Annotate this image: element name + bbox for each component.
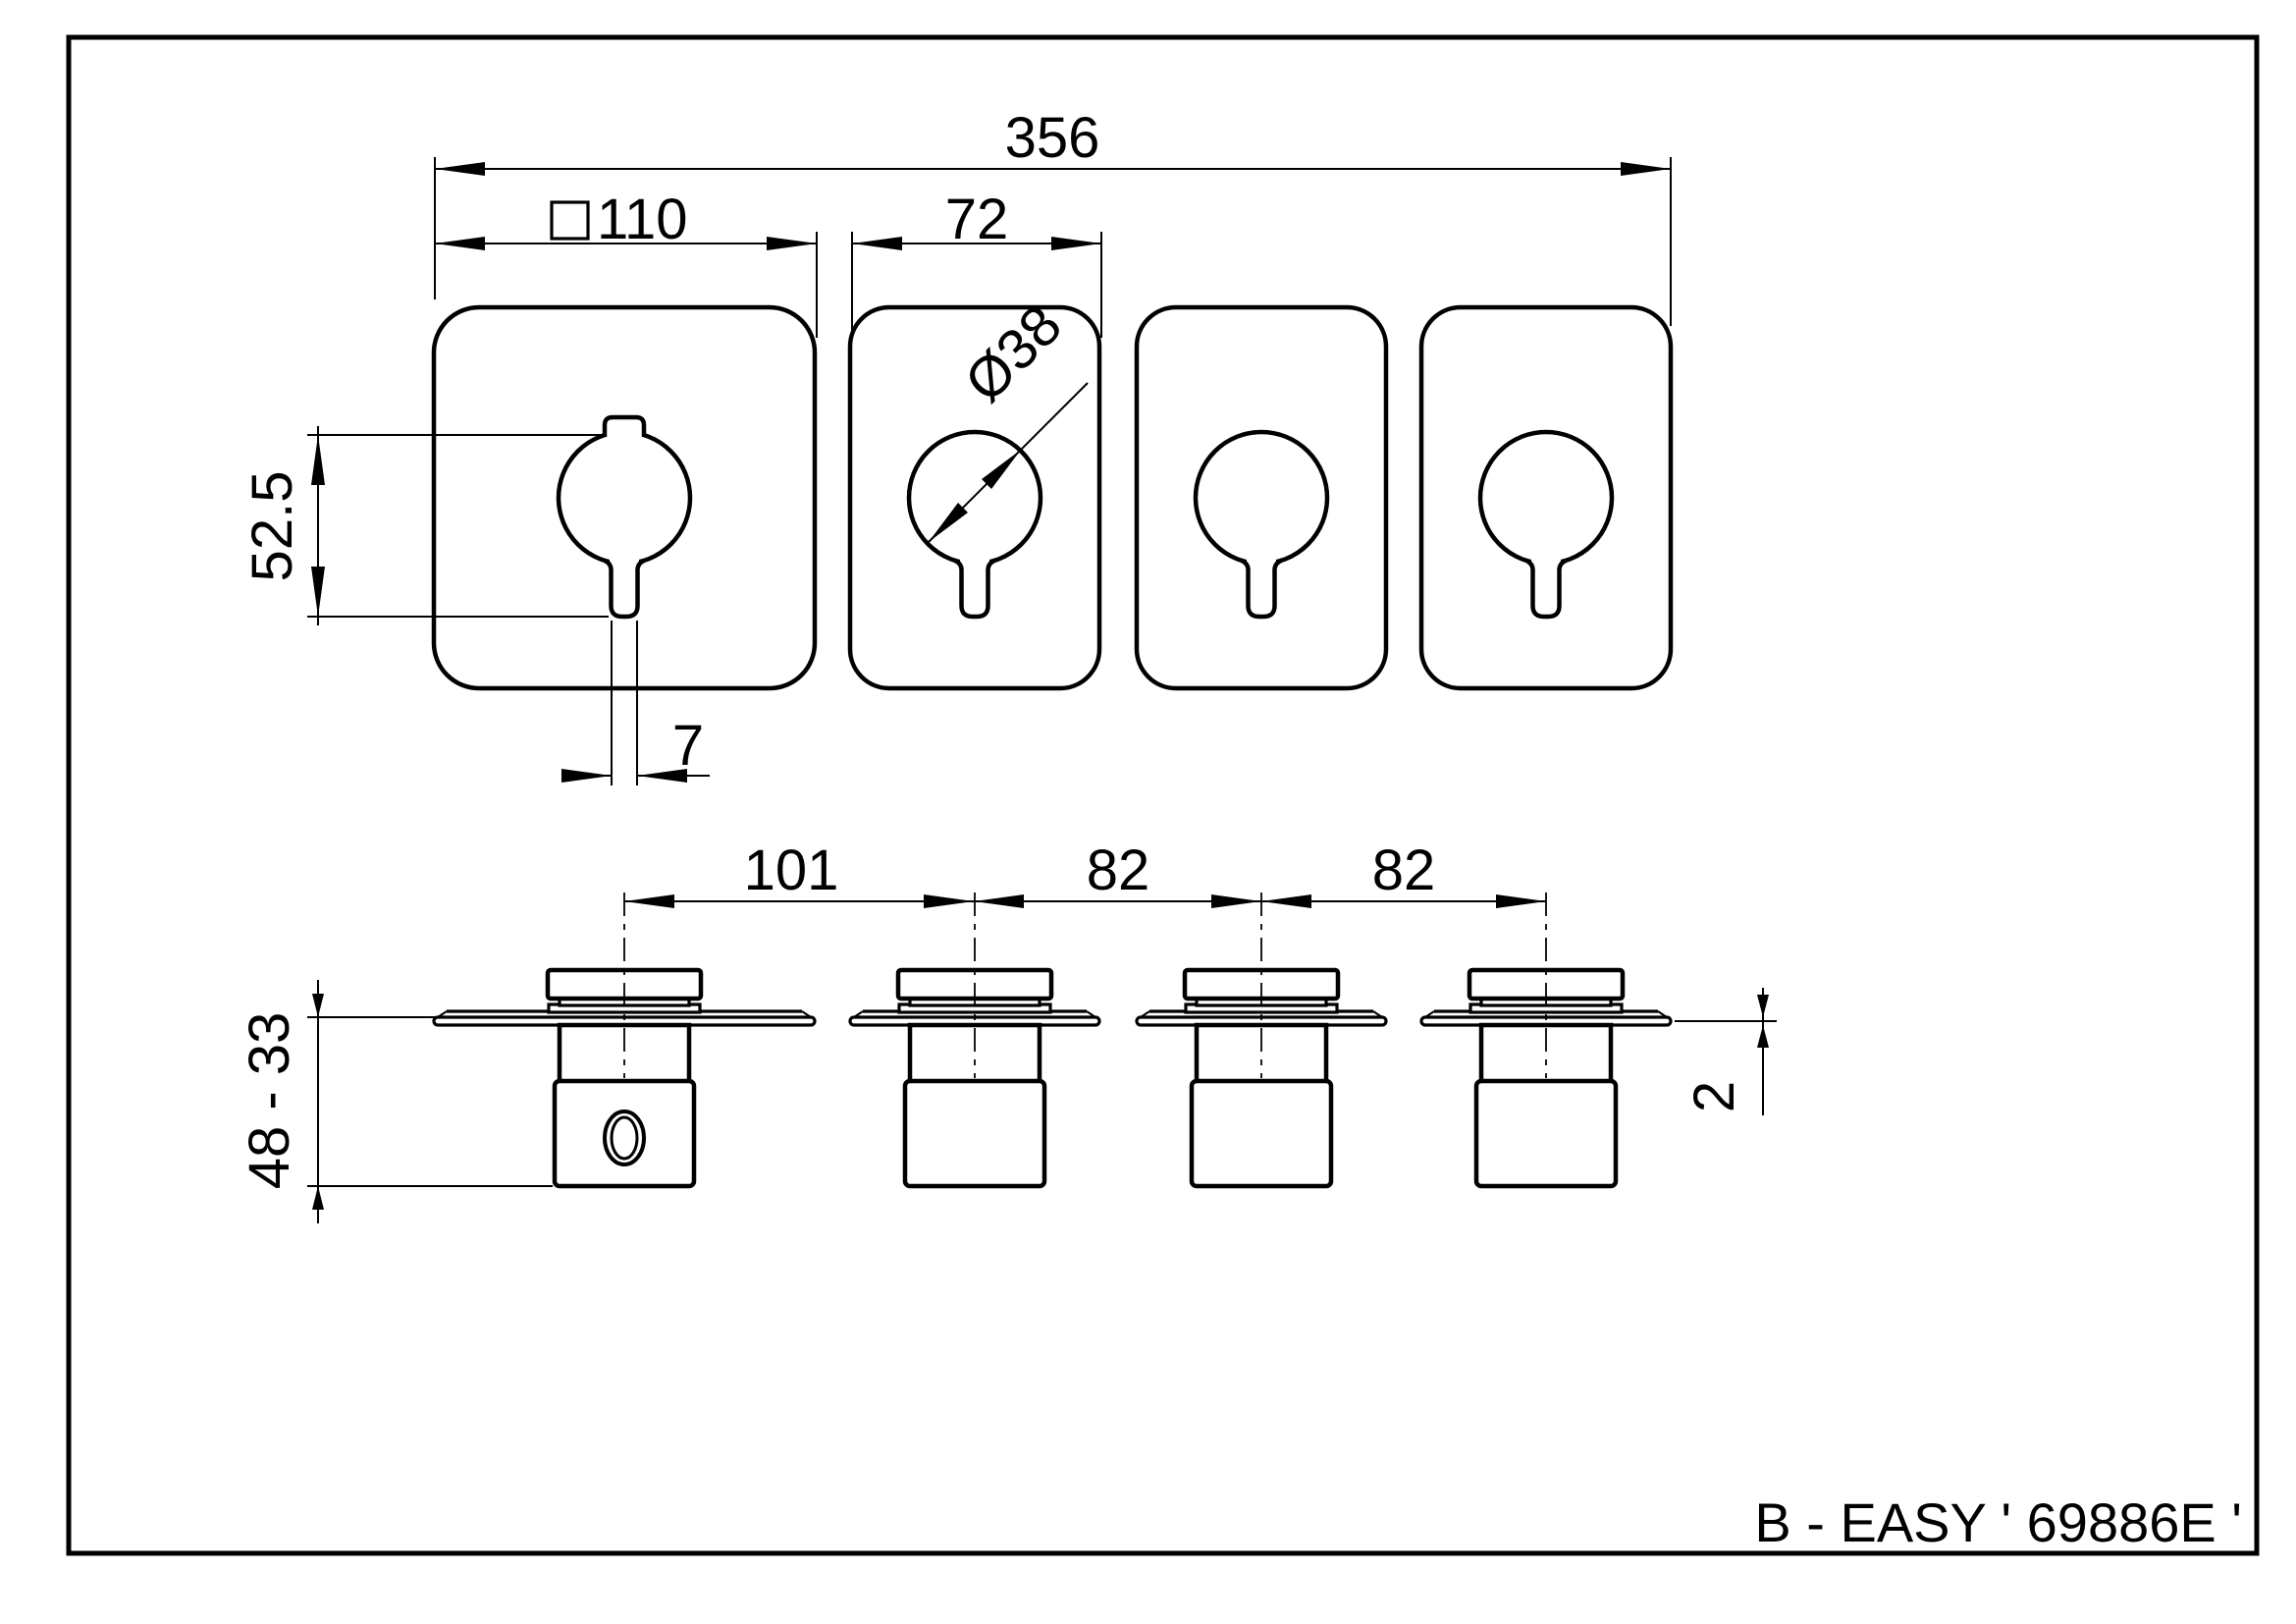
arrowhead-top	[311, 435, 325, 485]
dim-text-110: 110	[597, 188, 687, 251]
knob-lever-tab	[602, 414, 647, 437]
dim-module-width: 72	[851, 188, 1102, 338]
front-view	[431, 304, 1674, 691]
knob-circle	[556, 429, 693, 567]
arrowhead-right	[1621, 162, 1671, 176]
dim-lever-width: 7	[561, 621, 710, 785]
valve-body	[1473, 1078, 1619, 1189]
dim-total-width: 356	[434, 106, 1672, 326]
knob-stem	[603, 558, 646, 620]
drawing-frame-border	[66, 34, 2260, 1556]
arrowhead	[924, 894, 974, 908]
mixer-knob-1	[556, 414, 693, 620]
arrowhead-bottom	[311, 567, 325, 617]
knob-stem-mask	[960, 545, 989, 614]
arrowhead-bottom	[1757, 1025, 1769, 1048]
knob-stem-mask	[610, 545, 639, 614]
dimension-annotations: 356 110 72 Ø38	[238, 106, 1777, 1223]
knob-stem	[1240, 558, 1283, 620]
arrowhead-left	[561, 769, 612, 783]
dim-plate-square-size: 110	[435, 188, 818, 338]
arrowhead-left	[852, 237, 902, 250]
valve-body	[1189, 1078, 1334, 1189]
dim-knob-vertical-span: 52.5	[240, 426, 609, 625]
dim-text-101: 101	[744, 839, 839, 902]
knob-stem-mask	[1531, 545, 1561, 614]
square-symbol-icon	[550, 200, 590, 241]
outlet-window-inner	[610, 1115, 639, 1161]
arrowhead-top	[312, 994, 324, 1017]
knob-tab-mask	[607, 419, 642, 439]
mixer-knob-3	[1193, 429, 1330, 620]
dim-plate-thickness: 2	[1675, 988, 1777, 1115]
dim-text-82-a: 82	[1087, 839, 1150, 902]
side-view	[432, 893, 1673, 1189]
side-valve-3	[1135, 893, 1388, 1189]
arrowhead-right	[767, 237, 817, 250]
side-valve-4	[1419, 893, 1673, 1189]
arrowhead-right	[1051, 237, 1101, 250]
dim-text-356: 356	[1005, 106, 1100, 170]
arrowhead	[1496, 894, 1546, 908]
mixer-knob-4	[1477, 429, 1615, 620]
knob-stem-mask	[1247, 545, 1276, 614]
product-label: B - EASY ' 69886E '	[1754, 1491, 2242, 1553]
dim-text-48-33: 48 - 33	[238, 1012, 301, 1190]
dim-text-7: 7	[672, 714, 704, 778]
side-valve-2	[848, 893, 1101, 1189]
arrowhead-right	[637, 769, 687, 783]
knob-circle	[1193, 429, 1330, 567]
knob-circle	[1477, 429, 1615, 567]
dim-text-72: 72	[945, 188, 1009, 251]
knob-circle	[906, 429, 1043, 567]
knob-stem	[1524, 558, 1568, 620]
valve-body	[902, 1078, 1047, 1189]
dim-text-2: 2	[1682, 1081, 1746, 1112]
arrowhead-bottom	[312, 1186, 324, 1210]
arrowhead	[974, 894, 1024, 908]
arrowhead-top	[1757, 995, 1769, 1017]
arrowhead-left	[435, 237, 485, 250]
arrowhead	[624, 894, 674, 908]
arrowhead	[1211, 894, 1261, 908]
dim-install-depth: 48 - 33	[238, 980, 553, 1223]
arrowhead	[1261, 894, 1311, 908]
dim-text-82-b: 82	[1372, 839, 1436, 902]
dim-center-spacings: 101 82 82	[624, 839, 1546, 908]
arrowhead-left	[435, 162, 485, 176]
dim-text-52-5: 52.5	[240, 471, 304, 582]
side-valve-1	[432, 893, 817, 1189]
knob-stem	[953, 558, 996, 620]
arrowhead-lower	[929, 503, 968, 542]
arrowhead-upper	[982, 450, 1021, 489]
